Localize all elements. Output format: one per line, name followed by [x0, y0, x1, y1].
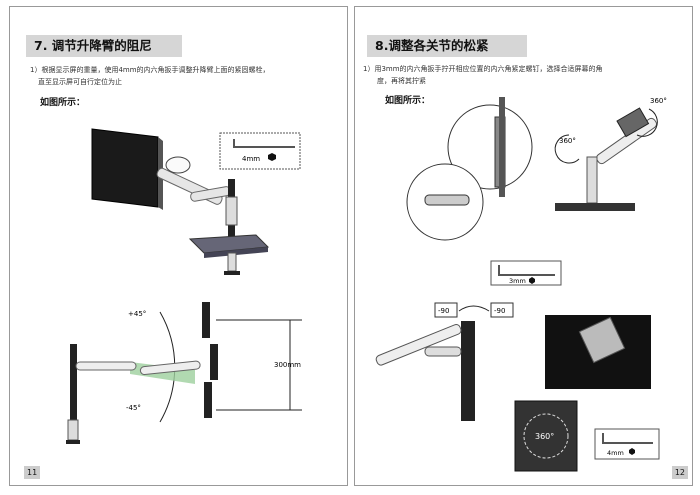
figure-label: 如图所示：	[40, 98, 86, 108]
monitor-top-shape	[202, 302, 210, 338]
joint-adjust-figure: 360° 360° 3mm	[406, 97, 667, 286]
instruction-line-2: 度，再将其拧紧	[377, 77, 426, 85]
rotation-plate-label: 360°	[535, 432, 554, 441]
tilt-range-figure: +45° -45° 300mm	[66, 302, 302, 444]
tilt-right-box	[490, 302, 514, 318]
hand-shape	[165, 156, 191, 174]
left-page: 7. 调节升降臂的阻尼 1）根据显示屏的重量，使用4mm的内六角扳手调整升降臂上…	[9, 6, 348, 486]
page-number: 12	[671, 466, 688, 479]
monitor-side-shape	[461, 321, 475, 421]
wrench-size-label-2: 4mm	[607, 449, 624, 457]
angle-down-label: -45°	[126, 404, 141, 412]
wrench-callout-box	[490, 260, 562, 286]
right-page: 8.调整各关节的松紧 1）用3mm的内六角扳手拧开相应位置的内六角紧定螺钉，选择…	[354, 6, 693, 486]
vesa-head-shape	[616, 107, 650, 138]
instruction-text: 1）根据显示屏的重量，使用4mm的内六角扳手调整升降臂上面的紧固螺栓， 直至显示…	[30, 64, 330, 88]
height-range-label: 300mm	[274, 361, 301, 369]
monitor-mid-shape	[210, 344, 218, 380]
monitor-arm-figure: 4mm	[91, 128, 301, 275]
instruction-line-2: 直至显示屏可自行定位为止	[38, 78, 122, 86]
tilt-left-label: -90	[438, 307, 449, 315]
tilt-left-box	[434, 302, 458, 318]
rotation-left-label: 360°	[559, 137, 576, 145]
wrench-callout-box	[219, 132, 301, 170]
instruction-text: 1）用3mm的内六角扳手拧开相应位置的内六角紧定螺钉，选择合适屏幕的角 度，再将…	[363, 63, 681, 87]
tilt-right-label: -90	[494, 307, 505, 315]
instruction-line-1: 1）根据显示屏的重量，使用4mm的内六角扳手调整升降臂上面的紧固螺栓，	[30, 66, 270, 74]
rotation-plate-shape	[514, 400, 578, 472]
zoom-circle-upper	[447, 104, 533, 190]
tilt-rotation-figure: -90 -90 360° 4mm	[375, 302, 660, 472]
figure-label: 如图所示：	[385, 96, 431, 106]
wrench-size-label: 4mm	[242, 155, 260, 163]
monitor-low-shape	[204, 382, 212, 418]
hex-wrench-shape	[233, 139, 295, 148]
page-number: 11	[24, 466, 41, 479]
section-heading-8: 8.调整各关节的松紧	[367, 35, 527, 57]
section-heading-7: 7. 调节升降臂的阻尼	[26, 35, 182, 57]
wrench-size-label: 3mm	[509, 277, 526, 285]
rotation-top-label: 360°	[650, 97, 667, 105]
monitor-screen-shape	[91, 128, 159, 208]
hex-wrench-shape	[498, 265, 555, 276]
instruction-line-1: 1）用3mm的内六角扳手拧开相应位置的内六角紧定螺钉，选择合适屏幕的角	[363, 65, 603, 73]
pole-side-shape	[70, 344, 77, 440]
angle-up-label: +45°	[128, 310, 146, 318]
upper-arm-shape	[156, 167, 223, 205]
